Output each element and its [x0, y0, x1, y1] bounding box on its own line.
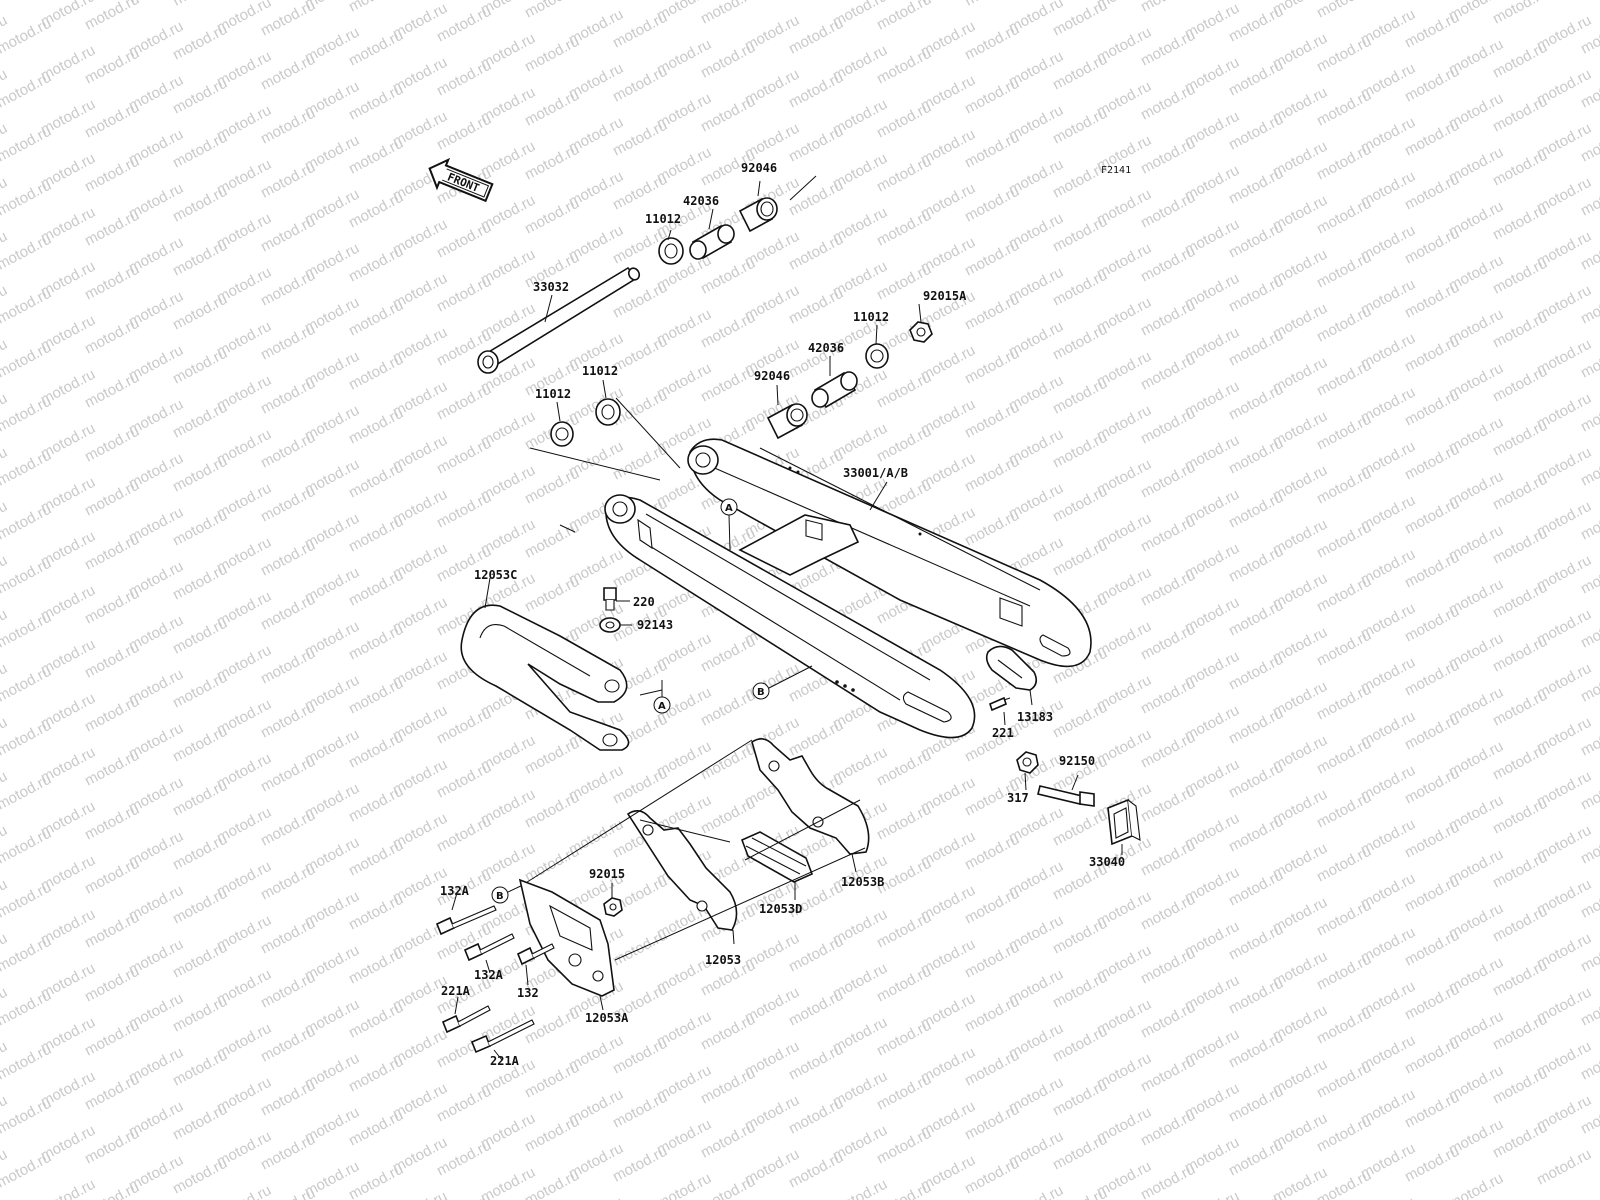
chain-guide-12053C	[460, 577, 630, 751]
part-label-11012: 11012	[645, 212, 681, 226]
part-label-92015A: 92015A	[923, 289, 967, 303]
part-label-12053A: 12053A	[585, 1011, 629, 1025]
part-label-317: 317	[1007, 791, 1029, 805]
screw-221	[989, 696, 1011, 726]
part-label-132: 132	[517, 986, 539, 1000]
seal-11012-ul	[658, 229, 684, 265]
bolt-220	[603, 587, 630, 611]
seal-11012-lm	[595, 379, 621, 426]
part-label-12053D: 12053D	[759, 902, 802, 916]
part-label-42036: 42036	[683, 194, 719, 208]
nut-317	[1016, 751, 1039, 791]
part-label-33001: 33001/A/B	[843, 466, 908, 480]
part-label-221A: 221A	[441, 984, 471, 998]
leader-line	[529, 397, 681, 533]
part-label-11012: 11012	[582, 364, 618, 378]
slider-12053D	[740, 831, 814, 900]
seal-11012-ll	[550, 401, 574, 447]
part-label-12053C: 12053C	[474, 568, 517, 582]
sleeve-42036-ul	[689, 208, 735, 260]
bolt-132A-2	[463, 933, 515, 974]
bolt-221A-2	[470, 1019, 535, 1061]
nut-92015	[603, 883, 623, 917]
part-label-221: 221	[992, 726, 1014, 740]
washer-92143	[599, 617, 632, 633]
reference-mark-b-upper: B	[752, 665, 813, 700]
reference-mark-b-lower: B	[491, 883, 526, 904]
pivot-shaft	[477, 266, 641, 374]
bolt-132	[516, 943, 555, 986]
svg-text:A: A	[658, 701, 666, 712]
leader-line	[789, 175, 817, 201]
part-label-33040: 33040	[1089, 855, 1125, 869]
reference-mark-a-lower: A	[639, 680, 671, 714]
part-label-220: 220	[633, 595, 655, 609]
part-label-12053B: 12053B	[841, 875, 884, 889]
bolt-221A-1	[441, 996, 491, 1034]
part-label-33032: 33032	[533, 280, 569, 294]
part-label-92046: 92046	[754, 369, 790, 383]
block-33040	[1107, 798, 1141, 855]
sleeve-42036-r	[811, 356, 858, 409]
part-label-92046: 92046	[741, 161, 777, 175]
bearing-92046-ul	[738, 180, 778, 233]
chain-guide-12053B	[751, 738, 870, 873]
bolt-92150	[1037, 774, 1095, 807]
bolt-132A-1	[435, 892, 497, 936]
part-label-11012: 11012	[853, 310, 889, 324]
reference-mark-a-upper: A	[720, 498, 738, 551]
part-label-132A: 132A	[474, 968, 504, 982]
part-label-132A: 132A	[440, 884, 470, 898]
seal-11012-ur	[865, 324, 889, 369]
plate-13183	[985, 645, 1038, 706]
swingarm	[604, 438, 1092, 739]
part-label-92143: 92143	[637, 618, 673, 632]
part-label-11012: 11012	[535, 387, 571, 401]
front-arrow-icon: FRONT	[428, 157, 494, 203]
diagram-code: F2141	[1101, 165, 1131, 176]
part-label-92015: 92015	[589, 867, 625, 881]
part-label-12053: 12053	[705, 953, 741, 967]
svg-text:B: B	[757, 687, 765, 698]
nut-92015A	[909, 303, 933, 343]
part-label-92150: 92150	[1059, 754, 1095, 768]
part-label-13183: 13183	[1017, 710, 1053, 724]
bearing-92046-r	[766, 384, 808, 440]
chain-guard-12053A	[518, 878, 615, 1011]
leader-line	[523, 739, 866, 961]
part-label-221A: 221A	[490, 1054, 520, 1068]
svg-text:B: B	[496, 891, 504, 902]
part-label-42036: 42036	[808, 341, 844, 355]
svg-text:A: A	[725, 503, 733, 514]
